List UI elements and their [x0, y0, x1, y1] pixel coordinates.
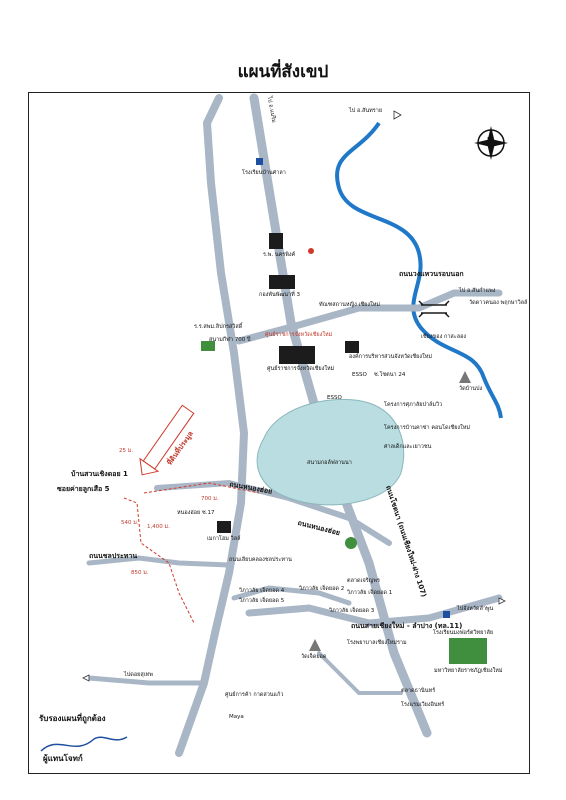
- label-wat-jed-yod: วัดเจ็ดยอด: [301, 654, 327, 660]
- approval-text: รับรองแผนที่ถูกต้อง: [39, 714, 106, 723]
- pin-red-icon: [308, 248, 314, 254]
- label-highway-11: ถนนสายเชียงใหม่ - ลำปาง (ทล.11): [351, 622, 463, 630]
- road-irrigation: [86, 555, 232, 568]
- label-wat-ban-pong: วัดบ้านปง: [459, 386, 483, 392]
- signature-mark: [40, 736, 128, 752]
- label-sanambin-road: ถนนวงแหวนรอบนอก: [399, 270, 464, 278]
- makro-building-icon: [217, 521, 231, 533]
- temple-ban-pong-icon: [459, 371, 471, 383]
- label-provincial-admin: องค์การบริหารส่วนจังหวัดเชียงใหม่: [349, 354, 433, 360]
- label-dist-850: 850 ม.: [131, 570, 149, 576]
- label-dist-1400: 1,400 ม.: [147, 524, 170, 530]
- label-village-5: วิภาวลัย เจ็ดยอด 5: [239, 598, 285, 604]
- label-dist-25: 25 ม.: [119, 448, 134, 454]
- label-nakornping-hosp: โรงพยาบาลเชียงใหม่ราม: [347, 640, 407, 646]
- label-market-charoen: ตลาดเจริญพร: [347, 578, 380, 584]
- label-housing-1: โครงการศุภาลัยปาล์มวิว: [384, 402, 443, 408]
- route-dashed: [143, 482, 260, 494]
- govt-center-building-icon: [279, 346, 315, 364]
- label-hotel: โรงแรมเวียงอินทร์: [401, 702, 445, 708]
- label-village-2: วิภาวลัย เจ็ดยอด 2: [299, 586, 345, 592]
- label-to-chom-thong: ไปดอยสุเทพ: [124, 672, 153, 678]
- land-site-boundary: [123, 497, 195, 624]
- approval-box: รับรองแผนที่ถูกต้อง ผู้แทนโจทก์: [39, 715, 137, 765]
- label-village-4: วิภาวลัย เจ็ดยอด 4: [239, 588, 285, 594]
- label-rajabhat: มหาวิทยาลัยราชภัฏเชียงใหม่: [434, 668, 503, 674]
- label-ban-suan-cherng-doi: บ้านสวนเชิงดอย 1: [71, 470, 128, 478]
- label-canal-road: ถนนเลียบคลองชลประทาน: [229, 557, 292, 563]
- lamphun-marker-icon: [443, 611, 450, 618]
- label-soi-kai-look-suea: ซอยค่ายลูกเสือ 5: [57, 485, 110, 493]
- label-to-sansai-top: ไป อ.สันทราย: [349, 108, 383, 114]
- label-govt-center-red: ศูนย์ราชการจังหวัดเชียงใหม่: [265, 332, 333, 338]
- label-sport-school: ร.ร.สพม.ลิปกรสวิสดิ์: [194, 324, 243, 330]
- label-dist-700: 700 ม.: [201, 496, 219, 502]
- hospital-building-icon: [269, 233, 283, 249]
- label-maya: Maya: [229, 714, 244, 720]
- land-site-marker: [139, 404, 195, 476]
- label-village-1: วิภาวลัย เจ็ดยอด 1: [347, 590, 393, 596]
- label-school-banpasala: โรงเรียนบ้านศาลา: [242, 170, 286, 176]
- arrow-lamphun-icon: [498, 597, 506, 605]
- label-makro: เมกาโฮม วิลล์: [207, 536, 241, 542]
- bridge-icon: [418, 300, 450, 318]
- label-school-montfort: โรงเรียนมงฟอร์ตวิทยาลัย: [433, 630, 494, 636]
- golf-lake: [256, 398, 405, 506]
- road-soi: [317, 651, 403, 695]
- label-ban-bong: เชียงของ กาสะลอง: [421, 334, 467, 340]
- map-frame: ไป อ.แม่ริม ไป อ.สันทราย โรงเรียนบ้านศาล…: [28, 92, 530, 774]
- label-housing-2: โครงการบ้านคาซ่า คอนโดเชียงใหม่: [384, 425, 471, 431]
- tree-icon: [345, 537, 357, 549]
- army-building-icon: [269, 275, 295, 289]
- label-village-3: วิภาวลัย เจ็ดยอด 3: [329, 608, 375, 614]
- signatory-text: ผู้แทนโจทก์: [43, 754, 83, 763]
- compass-icon: [474, 126, 508, 160]
- map-canvas: [82, 93, 508, 757]
- rajabhat-campus: [449, 638, 487, 664]
- label-soi-24: ซ.โชตนา 24: [374, 372, 406, 378]
- label-nong-hoi-soi17: หนองฮ่อย ซ.17: [177, 510, 215, 516]
- label-to-lamphun: ไปจังหวัดลำพูน: [457, 606, 494, 612]
- arrow-chom-thong-icon: [82, 674, 90, 682]
- label-stadium-700: สนามกีฬา 700 ปี: [209, 337, 251, 343]
- label-esso-top: ESSO: [352, 372, 367, 378]
- label-to-sankamphaeng: ไป อ.สันกำแพง: [459, 288, 496, 294]
- label-police-hosp: ร.พ. นครพิงค์: [263, 252, 296, 258]
- label-army-unit: กองพันพัฒนาที่ 3: [259, 292, 301, 298]
- label-compass-n: N: [487, 136, 493, 144]
- arrow-sansai-top-icon: [393, 110, 402, 120]
- road-ring: [235, 289, 503, 345]
- label-central: ศูนย์การค้า กาดสวนแก้ว: [225, 692, 284, 698]
- label-esso-mid: ESSO: [327, 395, 342, 401]
- temple-jed-yod-icon: [309, 639, 321, 651]
- road-chom-thong: [86, 675, 207, 686]
- label-women-prison: ทัณฑสถานหญิง เชียงใหม่: [319, 302, 381, 308]
- stadium-icon: [201, 341, 215, 351]
- label-dist-540: 540 ม.: [121, 520, 139, 526]
- label-wat-phra: วัดดาวคนอง พฤกษาวิลล์: [469, 300, 528, 306]
- label-dept-ed: ศาลเด็กและเยาวชน: [384, 444, 432, 450]
- label-market-thanin: ตลาดธานินทร์: [401, 688, 436, 694]
- river: [335, 121, 503, 419]
- label-road-irrigation: ถนนชลประทาน: [89, 552, 138, 560]
- label-govt-center: ศูนย์ราชการจังหวัดเชียงใหม่: [267, 366, 335, 372]
- road-highway-11: [245, 594, 503, 627]
- admin-building-icon: [345, 341, 359, 353]
- label-lake-name: สนามกอล์ฟลานนา: [307, 460, 352, 466]
- school-banpasala-icon: [256, 158, 263, 165]
- road-jed-yod: [231, 585, 352, 606]
- page-title: แผนที่สังเขป: [237, 62, 329, 82]
- road-canal: [175, 94, 249, 757]
